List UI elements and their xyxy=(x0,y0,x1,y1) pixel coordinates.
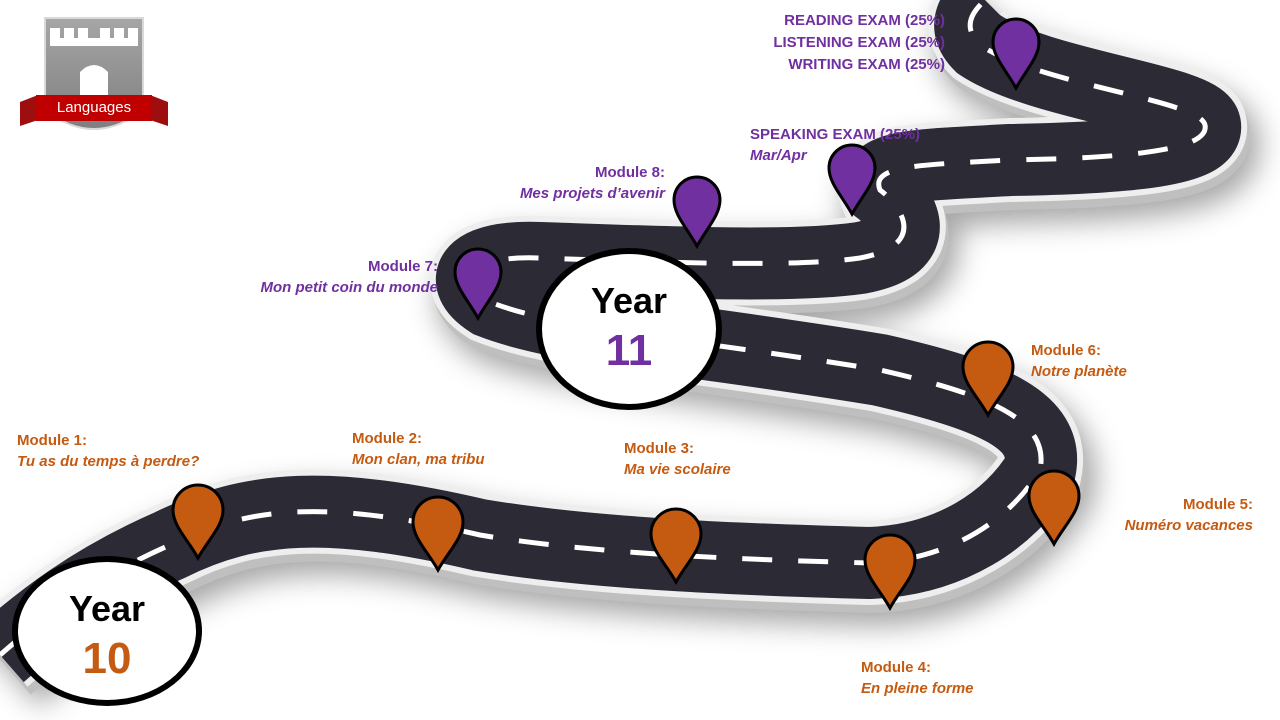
module-7-title: Module 7: xyxy=(368,258,438,275)
languages-logo xyxy=(20,17,168,130)
reading-exam: READING EXAM (25%) xyxy=(784,12,945,29)
module-4-pin xyxy=(863,533,917,612)
speaking-exam-label: SPEAKING EXAM (25%) Mar/Apr xyxy=(750,124,920,166)
castle-icon xyxy=(50,28,138,95)
year-11-circle: Year 11 xyxy=(536,248,722,410)
year-10-circle: Year 10 xyxy=(12,556,202,706)
logo-banner-text: Languages xyxy=(56,99,132,116)
module-1-title: Module 1: xyxy=(17,432,87,449)
module-3-pin xyxy=(649,507,703,586)
module-1-label: Module 1: Tu as du temps à perdre? xyxy=(17,430,199,472)
module-8-subtitle: Mes projets d’avenir xyxy=(519,185,665,202)
year-11-word: Year xyxy=(590,280,668,321)
module-5-pin xyxy=(1027,469,1081,548)
module-3-label: Module 3: Ma vie scolaire xyxy=(624,438,731,480)
module-7-label: Module 7: Mon petit coin du monde xyxy=(261,256,438,298)
module-5-label: Module 5: Numéro vacances xyxy=(1125,494,1253,536)
module-2-pin xyxy=(411,495,465,574)
road-center-dashes xyxy=(0,0,1205,655)
year-11-number: 11 xyxy=(605,326,653,375)
year-10-number: 10 xyxy=(82,634,132,683)
final-exams-pin xyxy=(991,17,1041,92)
writing-exam: WRITING EXAM (25%) xyxy=(788,56,945,73)
speaking-exam-title: SPEAKING EXAM (25%) xyxy=(750,126,921,143)
module-1-subtitle: Tu as du temps à perdre? xyxy=(17,453,200,470)
module-4-title: Module 4: xyxy=(861,659,931,676)
module-4-subtitle: En pleine forme xyxy=(861,680,974,697)
module-7-pin xyxy=(453,247,503,322)
year-10-word: Year xyxy=(68,588,146,629)
module-6-subtitle: Notre planète xyxy=(1031,363,1127,380)
module-2-subtitle: Mon clan, ma tribu xyxy=(352,451,485,468)
winding-road xyxy=(0,0,1261,707)
module-2-label: Module 2: Mon clan, ma tribu xyxy=(352,428,485,470)
module-8-label: Module 8: Mes projets d’avenir xyxy=(520,162,665,204)
module-6-title: Module 6: xyxy=(1031,342,1101,359)
module-5-subtitle: Numéro vacances xyxy=(1124,517,1253,534)
module-4-label: Module 4: En pleine forme xyxy=(861,657,974,699)
module-6-label: Module 6: Notre planète xyxy=(1031,340,1127,382)
module-7-subtitle: Mon petit coin du monde xyxy=(260,279,438,296)
module-8-pin xyxy=(672,175,722,250)
final-exams-label: READING EXAM (25%) LISTENING EXAM (25%) … xyxy=(773,10,945,76)
module-3-title: Module 3: xyxy=(624,440,694,457)
speaking-exam-pin xyxy=(827,143,877,218)
module-2-title: Module 2: xyxy=(352,430,422,447)
module-3-subtitle: Ma vie scolaire xyxy=(624,461,731,478)
module-5-title: Module 5: xyxy=(1183,496,1253,513)
module-6-pin xyxy=(961,340,1015,419)
speaking-exam-date: Mar/Apr xyxy=(750,147,807,164)
listening-exam: LISTENING EXAM (25%) xyxy=(773,34,945,51)
module-1-pin xyxy=(171,483,225,562)
module-8-title: Module 8: xyxy=(595,164,665,181)
